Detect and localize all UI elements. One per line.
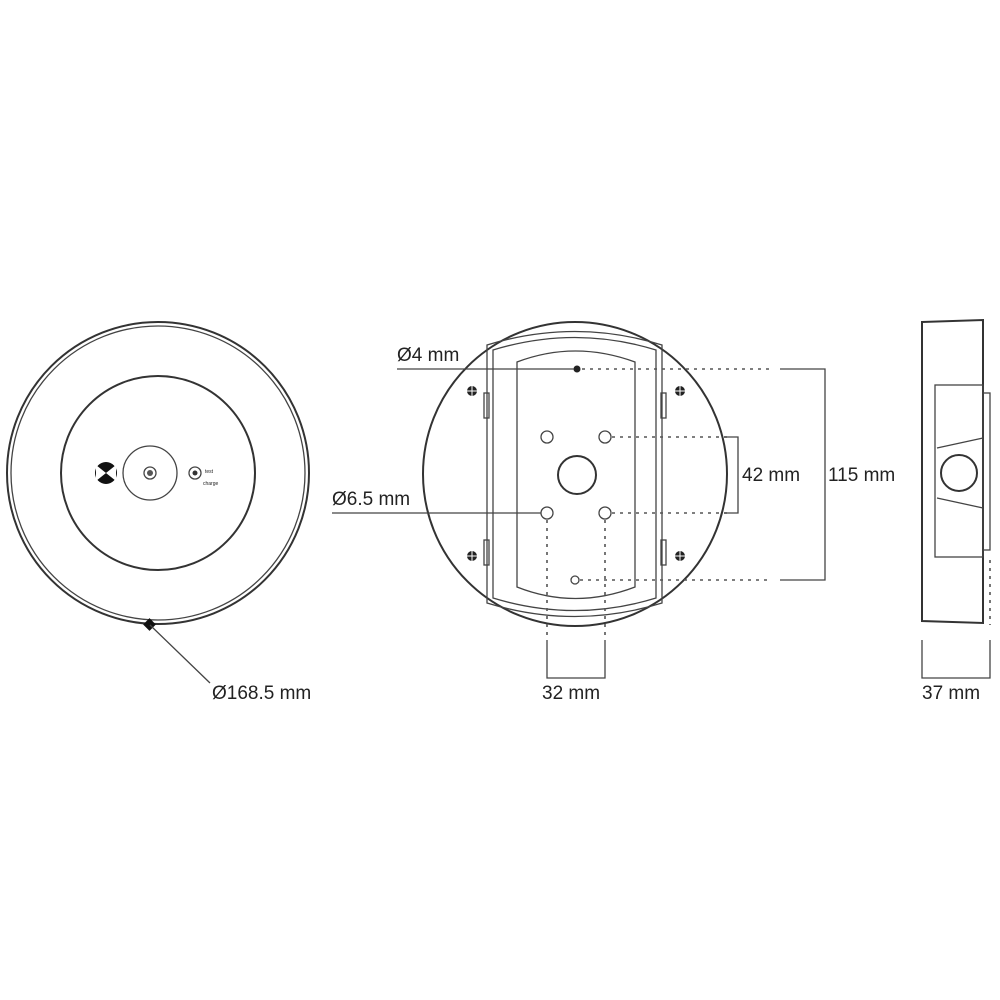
side-housing: [921, 318, 984, 625]
back-view: Ø4 mm Ø6.5 mm 42 mm 115 mm 32 mm: [332, 321, 895, 704]
clip: [660, 539, 667, 566]
diameter-leader: [149, 624, 211, 684]
hole: [540, 430, 554, 444]
back-housing: [422, 321, 728, 627]
cable-entry: [557, 455, 597, 495]
outer-rim: [6, 321, 310, 625]
sensor-center: [143, 466, 157, 480]
clip: [483, 392, 490, 419]
test-button-icon: [188, 466, 202, 480]
mount-plate-mid: [492, 336, 657, 612]
dimension-37mm: [921, 640, 991, 679]
hole-4mm: [573, 365, 581, 373]
clip: [483, 539, 490, 566]
mount-lip: [982, 392, 991, 551]
dimension-37mm-label: 37 mm: [922, 683, 980, 704]
screw-icons: [467, 386, 685, 561]
emergency-symbol-icon: [95, 462, 117, 484]
hole: [598, 430, 612, 444]
dimension-42mm: [724, 436, 739, 514]
outer-rim-inner: [10, 325, 306, 621]
sensor-ring: [122, 445, 178, 501]
hole-6-5mm: [540, 506, 554, 520]
dimension-32mm: [546, 640, 606, 679]
mount-plate-inner: [516, 350, 636, 600]
dimension-32mm-label: 32 mm: [542, 683, 600, 704]
dimension-115mm: [780, 368, 826, 581]
dimension-42mm-label: 42 mm: [742, 465, 800, 486]
front-view: test charge Ø168.5 mm: [6, 321, 311, 704]
mount-box: [934, 384, 984, 558]
hole-6-5mm-label: Ø6.5 mm: [332, 489, 410, 510]
mount-plate-outer: [486, 330, 663, 618]
dimension-115mm-label: 115 mm: [828, 465, 895, 486]
sensor-dot: [147, 470, 153, 476]
hole: [598, 506, 612, 520]
diameter-label: Ø168.5 mm: [212, 683, 311, 704]
hole: [570, 575, 580, 585]
test-label: test: [205, 469, 214, 475]
side-view: 37 mm: [921, 318, 991, 704]
lens-panel: [60, 375, 256, 571]
side-cable-entry: [940, 454, 978, 492]
clip: [660, 392, 667, 419]
charge-label: charge: [203, 481, 219, 487]
hole-4mm-label: Ø4 mm: [397, 345, 459, 366]
